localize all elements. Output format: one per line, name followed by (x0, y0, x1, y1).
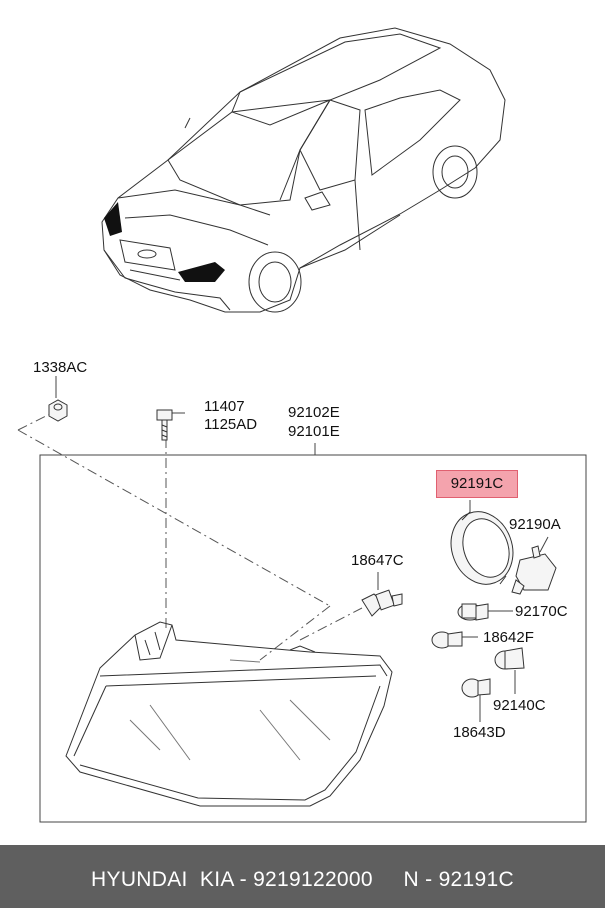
label-92191c-highlighted: 92191C (436, 470, 518, 498)
label-92170c: 92170C (515, 603, 568, 620)
label-92140c: 92140C (493, 697, 546, 714)
footer-part-number: HYUNDAI KIA - 9219122000 N - 92191C (91, 868, 514, 891)
socket-part-b (494, 647, 525, 670)
label-1338ac: 1338AC (33, 359, 88, 376)
label-18647c: 18647C (351, 552, 404, 569)
h4-bulb-part (361, 589, 403, 617)
label-92101e: 92101E (288, 423, 340, 440)
connector-part (511, 545, 557, 595)
assembly-frame (39, 454, 587, 823)
nut-part (48, 399, 68, 422)
bulb-part-a (431, 631, 463, 649)
car-illustration (101, 27, 506, 313)
dust-cap-part (450, 511, 514, 585)
label-1125ad: 1125AD (204, 416, 258, 433)
label-11407: 11407 (204, 398, 245, 415)
bolt-part (156, 409, 173, 441)
label-92190a: 92190A (509, 516, 561, 533)
label-18643d: 18643D (453, 724, 506, 741)
headlamp-assembly (65, 621, 393, 807)
footer-bar: HYUNDAI KIA - 9219122000 N - 92191C (0, 845, 605, 908)
parts-diagram (17, 27, 587, 823)
bulb-part-b (461, 678, 491, 698)
label-92102e: 92102E (288, 404, 340, 421)
label-18642f: 18642F (483, 629, 534, 646)
headlight-marks (104, 202, 225, 282)
dash-dot-lines (17, 413, 363, 661)
socket-part-a (457, 603, 489, 621)
